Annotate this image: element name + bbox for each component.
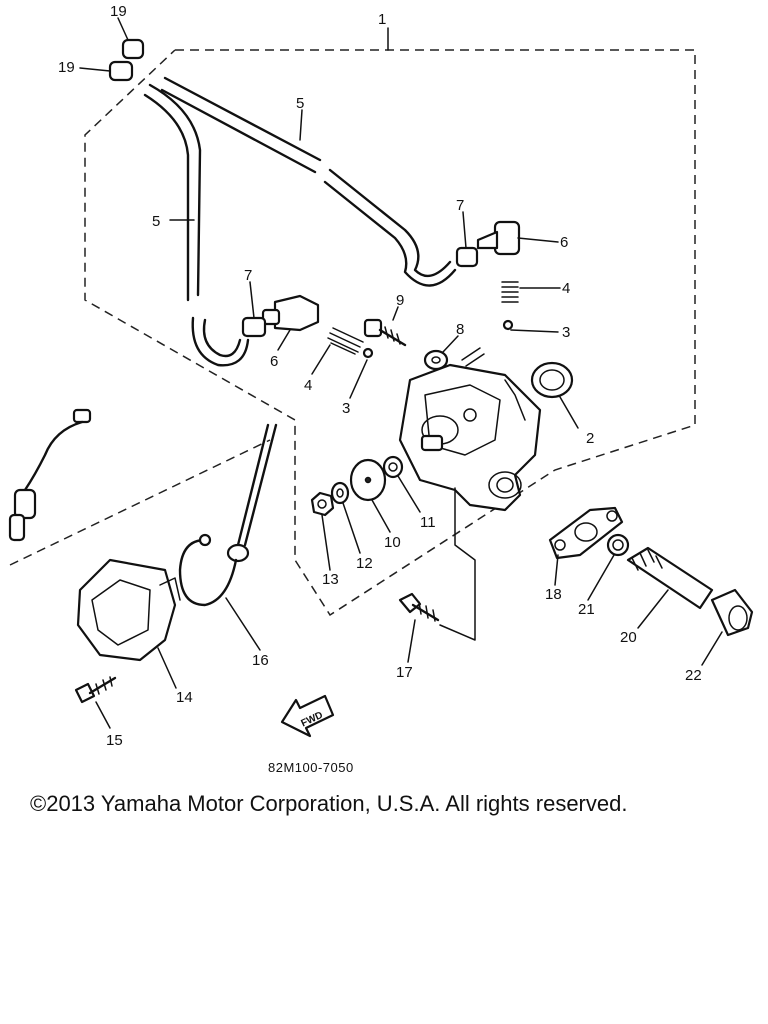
sleeve-7-left — [241, 316, 267, 338]
ball-3-right — [502, 319, 514, 331]
copyright-notice: ©2013 Yamaha Motor Corporation, U.S.A. A… — [30, 791, 628, 816]
callout-22: 22 — [685, 667, 702, 684]
callout-6-right: 6 — [560, 234, 568, 251]
callout-4-right: 4 — [562, 280, 570, 297]
drawing-code: 82M100-7050 — [268, 760, 354, 775]
callout-10: 10 — [384, 534, 401, 551]
bolt-15 — [74, 676, 117, 704]
callout-14: 14 — [176, 689, 193, 706]
callout-4-left: 4 — [304, 377, 312, 394]
callout-19-top: 19 — [110, 3, 127, 20]
bushing-22 — [710, 588, 754, 637]
callout-8: 8 — [456, 321, 464, 338]
oil-pump-body — [398, 363, 542, 512]
cap-19-lower — [108, 60, 134, 82]
callout-13: 13 — [322, 571, 339, 588]
bolt-17 — [398, 592, 440, 622]
callout-21: 21 — [578, 601, 595, 618]
callout-5-upper: 5 — [296, 95, 304, 112]
fitting-6-right — [476, 220, 521, 256]
ball-3-left — [362, 347, 374, 359]
assembly-boundary — [9, 27, 696, 617]
callout-17: 17 — [396, 664, 413, 681]
callout-7-left: 7 — [244, 267, 252, 284]
callout-7-right: 7 — [456, 197, 464, 214]
cable-16 — [178, 423, 278, 607]
washer-11 — [382, 455, 404, 479]
fitting-6-left — [261, 294, 320, 332]
callout-11: 11 — [420, 514, 436, 531]
cap-19-upper — [121, 38, 145, 60]
callout-12: 12 — [356, 555, 373, 572]
nut-13 — [310, 491, 335, 517]
callout-numbers: 19 19 1 5 5 7 6 7 4 6 9 8 3 4 3 2 11 10 … — [58, 3, 702, 749]
sensor-lead — [8, 408, 92, 542]
washer-12 — [330, 481, 350, 505]
plate-10 — [349, 458, 387, 502]
fwd-direction-badge — [280, 694, 335, 738]
callout-16: 16 — [252, 652, 269, 669]
leader-bracket — [439, 487, 476, 641]
callout-19-left: 19 — [58, 59, 75, 76]
callout-3-left: 3 — [342, 400, 350, 417]
spring-4-right — [501, 281, 519, 303]
seal-2 — [530, 361, 574, 399]
callout-6-left: 6 — [270, 353, 278, 370]
bolt-9 — [363, 318, 407, 347]
callout-2: 2 — [586, 430, 594, 447]
sleeve-7-right — [455, 246, 479, 268]
hose-5-upper — [160, 76, 457, 287]
callout-5-left: 5 — [152, 213, 160, 230]
callout-15: 15 — [106, 732, 123, 749]
callout-3-right: 3 — [562, 324, 570, 341]
hose-5-left — [143, 83, 250, 367]
callout-9: 9 — [396, 292, 404, 309]
cover-14 — [76, 558, 181, 662]
o-ring-21 — [606, 533, 630, 557]
washer-8 — [423, 347, 485, 371]
spring-4-left — [327, 327, 364, 355]
leader-lines — [79, 17, 723, 729]
exploded-parts-diagram: 19 19 1 5 5 7 6 7 4 6 9 8 3 4 3 2 11 10 … — [8, 3, 754, 749]
callout-20: 20 — [620, 629, 637, 646]
driven-shaft-20 — [626, 546, 714, 610]
callout-1: 1 — [378, 11, 386, 28]
callout-18: 18 — [545, 586, 562, 603]
